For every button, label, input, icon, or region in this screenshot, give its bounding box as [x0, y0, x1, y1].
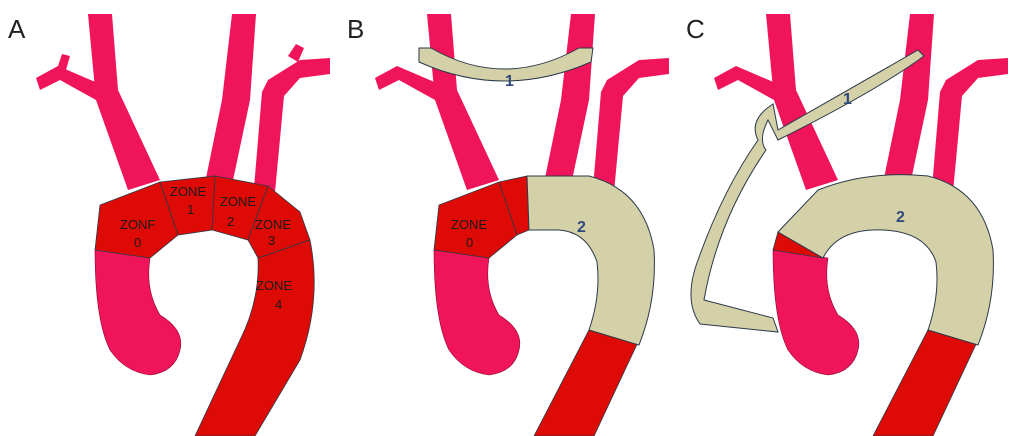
panel-b: 1 2 ZONE 0 B	[339, 0, 678, 436]
brachiocephalic-trunk	[427, 14, 499, 190]
aortic-root	[773, 250, 859, 375]
stent-graft-2	[527, 176, 654, 345]
zone-4-region	[195, 240, 314, 436]
panel-b-diagram: 1 2 ZONE 0	[339, 0, 678, 436]
zone-3-label-line1: ZONE	[255, 217, 291, 232]
zone-0-label-line1: ZONE	[451, 217, 487, 232]
panel-c-label: C	[686, 14, 705, 45]
graft-2-label: 2	[896, 209, 905, 226]
zone-4-label-line1: ZONE	[256, 278, 292, 293]
aortic-root	[434, 250, 520, 375]
zone-0-label-line1: ZONF	[120, 217, 155, 232]
panel-a-diagram: ZONF 0 ZONE 1 ZONE 2 ZONE 3 ZONE 4	[0, 0, 339, 436]
graft-2-label: 2	[577, 219, 586, 236]
panel-c-diagram: 1 2	[678, 0, 1016, 436]
panel-a: ZONF 0 ZONE 1 ZONE 2 ZONE 3 ZONE 4 A	[0, 0, 339, 436]
zone-2-label-line1: ZONE	[220, 194, 256, 209]
zone-0-label-line2: 0	[134, 235, 141, 250]
left-common-carotid	[883, 14, 934, 185]
aortic-root	[95, 250, 181, 375]
left-common-carotid	[205, 14, 256, 185]
zone-2-label-line2: 2	[227, 214, 234, 229]
zone-1-label-line2: 1	[187, 202, 194, 217]
right-subclavian	[714, 66, 778, 100]
zone-0-label-line2: 0	[466, 235, 473, 250]
zone-4-label-line2: 4	[275, 297, 282, 312]
left-subclavian	[593, 58, 669, 192]
panel-b-label: B	[347, 14, 364, 45]
panel-a-label: A	[8, 14, 25, 45]
left-subclavian	[932, 58, 1008, 192]
left-common-carotid	[544, 14, 595, 185]
branch-vessels	[714, 14, 1008, 192]
branch-vessels	[375, 14, 669, 192]
descending-aorta	[873, 330, 978, 436]
zone-3-label-line2: 3	[268, 233, 275, 248]
zone-1-label-line1: ZONE	[170, 184, 206, 199]
descending-aorta	[534, 330, 639, 436]
graft-1-label: 1	[843, 91, 852, 108]
panel-c: 1 2 C	[678, 0, 1016, 436]
right-subclavian	[375, 66, 439, 100]
right-subclavian	[36, 66, 100, 100]
brachiocephalic-trunk	[88, 14, 160, 190]
left-subclavian	[254, 58, 330, 192]
left-subclavian-stub	[288, 44, 304, 62]
branch-vessels	[36, 14, 330, 192]
graft-1-label: 1	[505, 73, 514, 90]
